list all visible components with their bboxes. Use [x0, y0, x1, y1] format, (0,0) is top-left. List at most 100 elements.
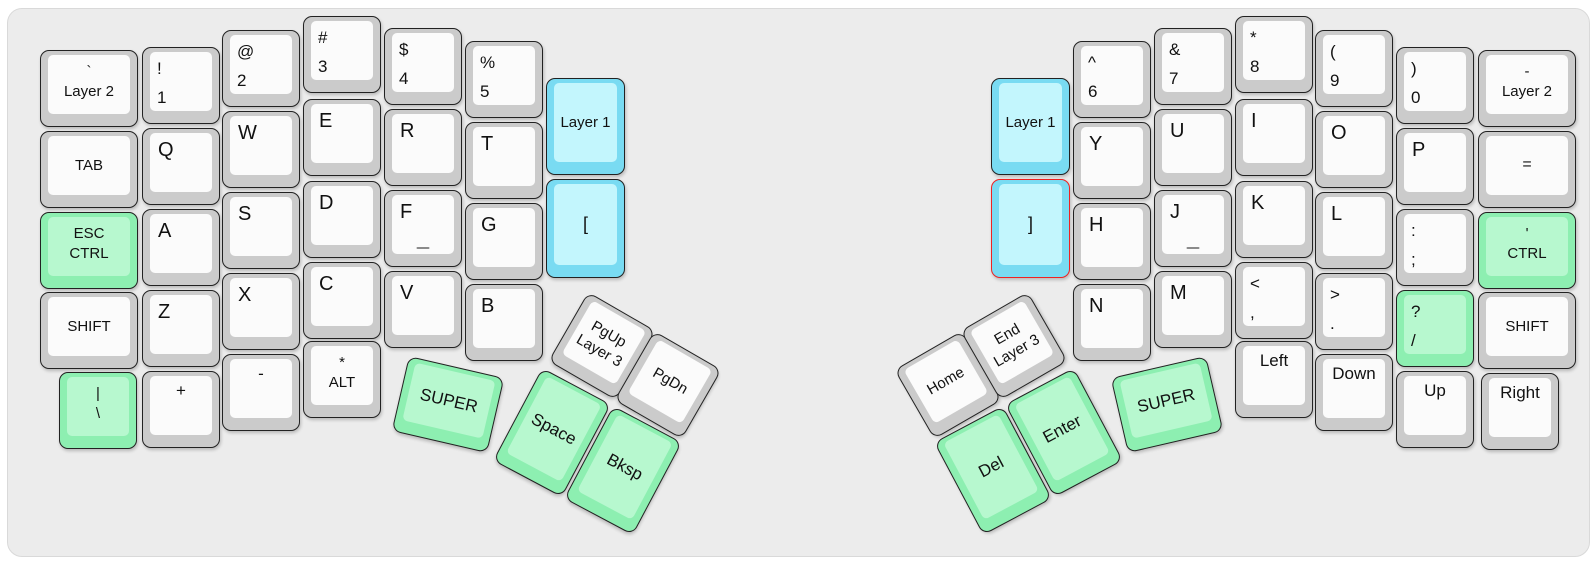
key-percent-5[interactable]: %5	[465, 41, 543, 118]
key-left-bracket[interactable]: [	[546, 179, 625, 278]
key-d[interactable]: D	[303, 181, 381, 258]
key-k[interactable]: K	[1235, 181, 1313, 258]
key-quote-ctrl[interactable]: 'CTRL	[1478, 212, 1576, 289]
key-legend: `	[86, 63, 92, 80]
key-asterisk-alt[interactable]: * ALT	[303, 341, 381, 418]
key-legend: .	[1330, 314, 1335, 333]
key-legend: SHIFT	[1505, 317, 1549, 335]
key-legend: Z	[158, 301, 171, 323]
key-asterisk-8[interactable]: *8	[1235, 16, 1313, 93]
key-legend: '	[1525, 225, 1529, 242]
key-legend: O	[1331, 122, 1347, 144]
key-legend: Right	[1500, 383, 1540, 402]
key-question-slash[interactable]: ?/	[1396, 290, 1474, 367]
key-colon-semicolon[interactable]: :;	[1396, 209, 1474, 286]
key-minus[interactable]: -	[222, 354, 300, 431]
key-caret-6[interactable]: ^6	[1073, 41, 1151, 118]
key-s[interactable]: S	[222, 192, 300, 269]
key-legend: B	[481, 295, 495, 317]
key-legend: M	[1170, 282, 1187, 304]
key-equals[interactable]: =	[1478, 131, 1576, 208]
key-legend: !	[157, 59, 162, 78]
key-b[interactable]: B	[465, 284, 543, 361]
key-legend: 2	[237, 71, 247, 90]
key-q[interactable]: Q	[142, 128, 220, 205]
key-w[interactable]: W	[222, 111, 300, 188]
key-legend: |	[96, 385, 100, 402]
key-legend: ,	[1250, 303, 1255, 322]
key-right-bracket[interactable]: ]	[991, 179, 1070, 278]
key-legend: L	[1331, 203, 1343, 225]
key-shift-right[interactable]: SHIFT	[1478, 292, 1576, 369]
key-legend: P	[1412, 139, 1426, 161]
key-arrow-up[interactable]: Up	[1396, 371, 1474, 448]
key-m[interactable]: M	[1154, 271, 1232, 348]
key-x[interactable]: X	[222, 273, 300, 350]
key-paren-9[interactable]: (9	[1315, 30, 1393, 107]
key-legend: N	[1089, 295, 1104, 317]
key-p[interactable]: P	[1396, 128, 1474, 205]
key-legend: I	[1251, 110, 1257, 132]
key-exclamation-1[interactable]: !1	[142, 47, 220, 124]
key-g[interactable]: G	[465, 203, 543, 280]
key-layer1-right[interactable]: Layer 1	[991, 78, 1070, 175]
key-c[interactable]: C	[303, 262, 381, 339]
key-arrow-right[interactable]: Right	[1481, 373, 1559, 450]
key-f[interactable]: F	[384, 190, 462, 267]
key-r[interactable]: R	[384, 109, 462, 186]
key-n[interactable]: N	[1073, 284, 1151, 361]
key-h[interactable]: H	[1073, 203, 1151, 280]
key-legend: >	[1330, 285, 1340, 304]
key-legend: *	[339, 354, 345, 371]
key-legend: SUPER	[418, 384, 480, 417]
key-legend: Home	[924, 364, 968, 399]
key-legend: TAB	[74, 156, 104, 174]
key-minus-layer2[interactable]: -Layer 2	[1478, 50, 1576, 127]
key-plus[interactable]: +	[142, 371, 220, 448]
key-paren-0[interactable]: )0	[1396, 47, 1474, 124]
key-legend: T	[481, 133, 494, 155]
key-greater-period[interactable]: >.	[1315, 273, 1393, 350]
key-i[interactable]: I	[1235, 99, 1313, 176]
key-legend: 6	[1088, 82, 1098, 101]
key-t[interactable]: T	[465, 122, 543, 199]
key-shift-left[interactable]: SHIFT	[40, 292, 138, 369]
key-tab[interactable]: TAB	[40, 131, 138, 208]
key-j[interactable]: J	[1154, 190, 1232, 267]
key-z[interactable]: Z	[142, 290, 220, 367]
key-legend: +	[176, 381, 186, 400]
key-legend: Layer 2	[1501, 83, 1553, 100]
key-legend: ^	[1088, 53, 1096, 72]
key-legend: CTRL	[69, 245, 109, 262]
key-ampersand-7[interactable]: &7	[1154, 28, 1232, 105]
key-legend: :	[1411, 221, 1416, 240]
key-legend: 0	[1411, 88, 1421, 107]
key-arrow-down[interactable]: Down	[1315, 354, 1393, 431]
key-legend: <	[1250, 274, 1260, 293]
key-l[interactable]: L	[1315, 192, 1393, 269]
key-e[interactable]: E	[303, 99, 381, 176]
key-legend: ALT	[328, 374, 356, 391]
key-a[interactable]: A	[142, 209, 220, 286]
key-legend: V	[400, 282, 414, 304]
key-y[interactable]: Y	[1073, 122, 1151, 199]
key-backtick-layer2[interactable]: `Layer 2	[40, 50, 138, 127]
key-legend: U	[1170, 120, 1185, 142]
key-less-comma[interactable]: <,	[1235, 262, 1313, 339]
key-v[interactable]: V	[384, 271, 462, 348]
key-dollar-4[interactable]: $4	[384, 28, 462, 105]
key-o[interactable]: O	[1315, 111, 1393, 188]
key-legend: ]	[1027, 214, 1033, 235]
key-legend: &	[1169, 40, 1181, 59]
key-hash-3[interactable]: #3	[303, 16, 381, 93]
key-legend: Bksp	[603, 449, 647, 484]
key-legend: R	[400, 120, 415, 142]
key-u[interactable]: U	[1154, 109, 1232, 186]
key-legend: J	[1170, 201, 1180, 223]
key-layer1-left[interactable]: Layer 1	[546, 78, 625, 175]
key-arrow-left[interactable]: Left	[1235, 341, 1313, 418]
key-at-2[interactable]: @2	[222, 30, 300, 107]
key-legend: Y	[1089, 133, 1103, 155]
key-pipe-backslash[interactable]: |\	[59, 372, 137, 449]
